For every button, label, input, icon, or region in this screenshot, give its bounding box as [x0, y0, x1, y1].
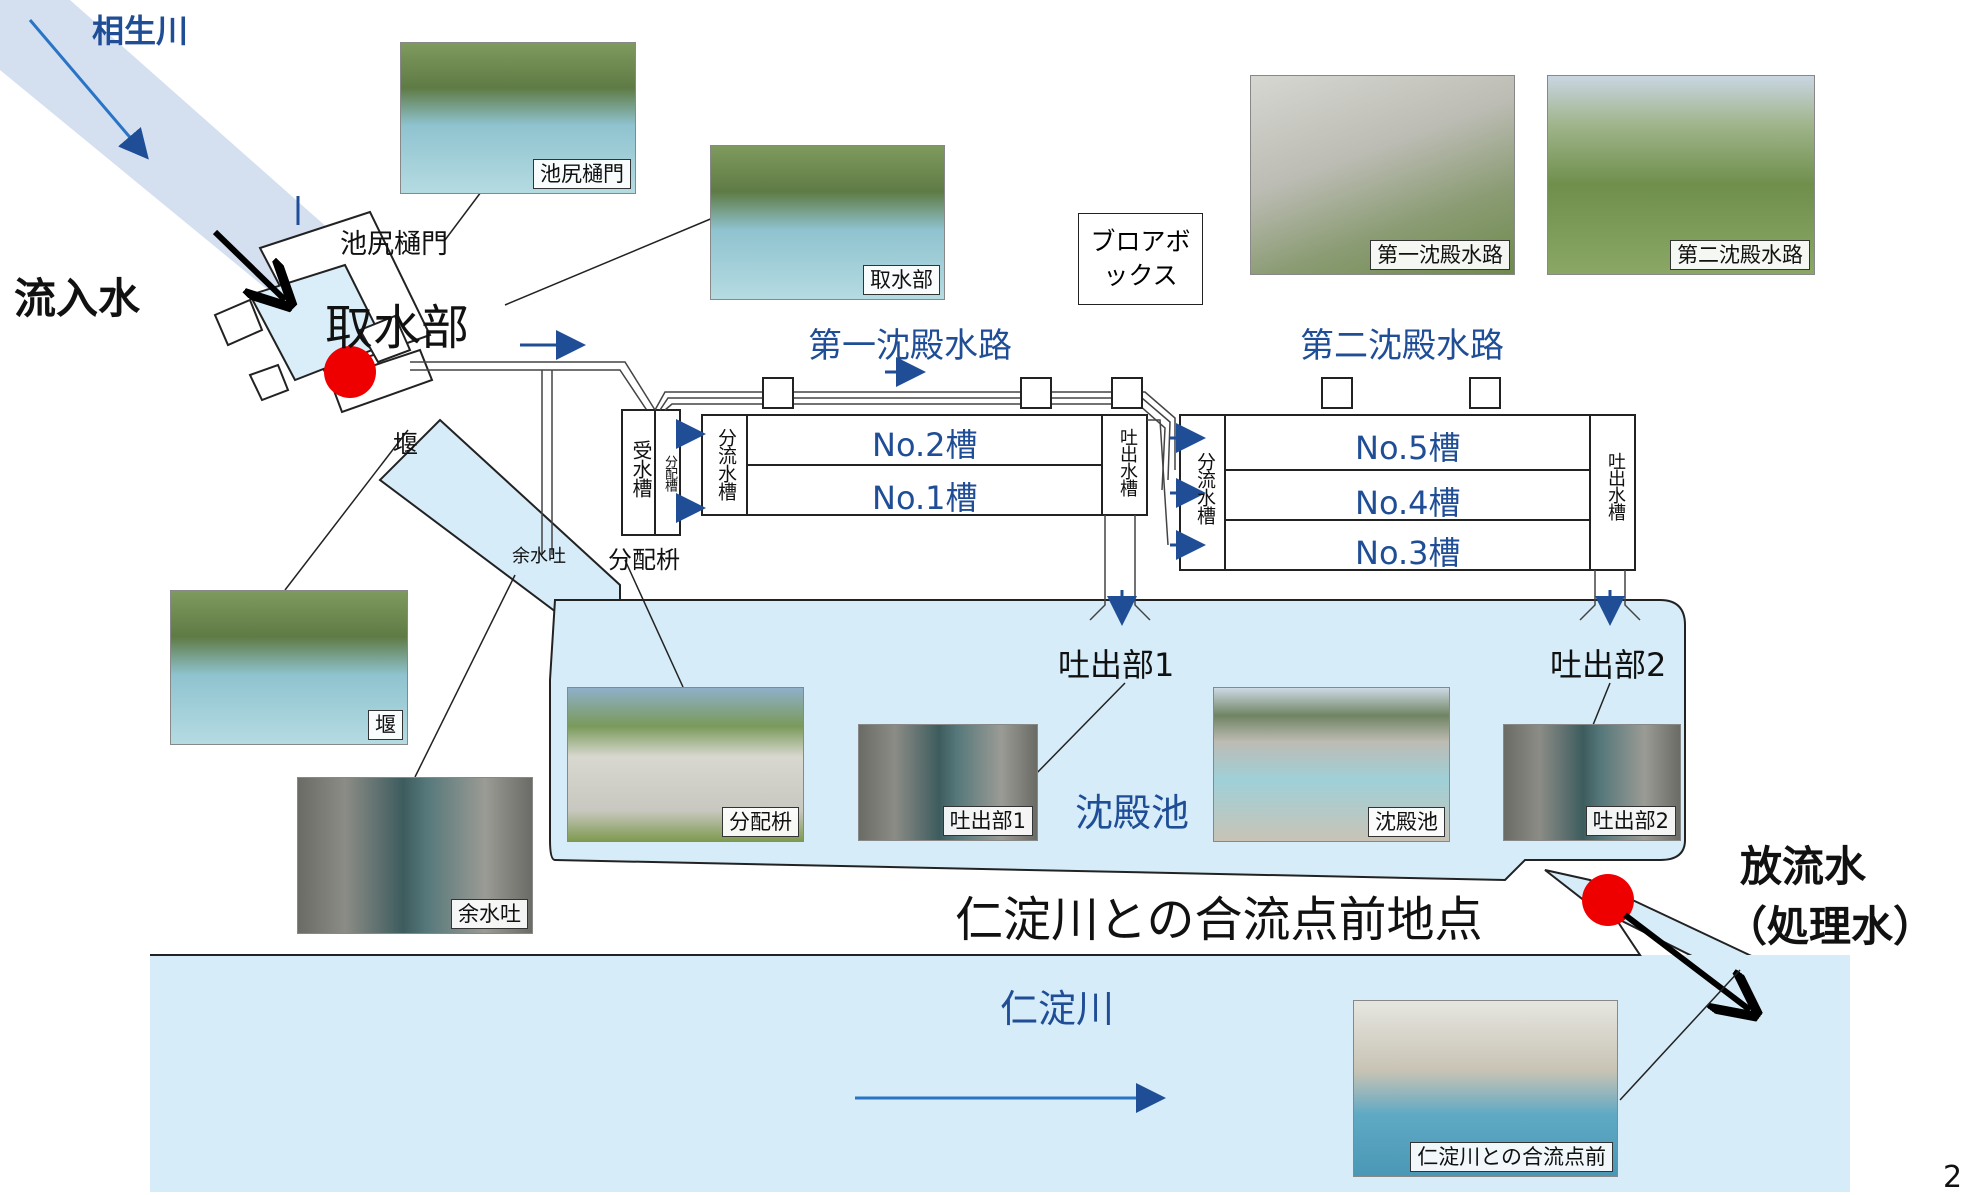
- outlet2-label: 吐出部2: [1550, 646, 1667, 684]
- split-tank-2-label: 分流水槽: [1194, 452, 1216, 524]
- confluence-sampling-marker: [1582, 874, 1634, 926]
- photo-confluence: 仁淀川との合流点前: [1353, 1000, 1618, 1177]
- photo-weir: 堰: [170, 590, 408, 745]
- tank-no5-box: [1224, 414, 1591, 471]
- intake-pipes: [410, 361, 656, 555]
- receiving-tank-box: [621, 409, 656, 536]
- aioi-flow-arrow: [28, 19, 149, 160]
- intake-sampling-marker: [324, 346, 376, 398]
- channel1-title: 第一沈殿水路: [808, 326, 1012, 366]
- inflow-arrow: [212, 229, 285, 300]
- distribution-tank-label: 分配槽: [662, 455, 677, 491]
- photo-ikejiri-gate: 池尻樋門: [400, 42, 636, 194]
- photo-caption-channel1: 第一沈殿水路: [1370, 240, 1510, 270]
- photo-caption-outlet1: 吐出部1: [942, 806, 1033, 836]
- page-number: 2: [1943, 1160, 1963, 1195]
- photo-spillway: 余水吐: [297, 777, 533, 934]
- aioi-river-label: 相生川: [92, 12, 189, 50]
- split-tank-1-label: 分流水槽: [715, 428, 737, 500]
- photo-caption-distribution: 分配枡: [722, 807, 799, 837]
- blower-valve-3: [1111, 377, 1143, 409]
- photo-caption-weir: 堰: [368, 710, 403, 740]
- photo-caption-intake: 取水部: [863, 265, 940, 295]
- outlet-tank-1-label: 吐出水槽: [1117, 428, 1138, 496]
- blower-valve-2: [1020, 377, 1052, 409]
- photo-caption-outlet2: 吐出部2: [1585, 806, 1676, 836]
- weir-label: 堰: [393, 430, 419, 459]
- blower-valve-5: [1469, 377, 1501, 409]
- photo-caption-channel2: 第二沈殿水路: [1670, 240, 1810, 270]
- photo-intake: 取水部: [710, 145, 945, 300]
- discharge-arrow: [1623, 912, 1750, 1010]
- outlet-tank-box-1: [1101, 414, 1148, 516]
- discharge-label: 放流水: [1740, 842, 1867, 891]
- intake-structure: [213, 196, 434, 414]
- niyodo-river-label: 仁淀川: [1000, 987, 1115, 1031]
- discharge-treated-label: （処理水）: [1725, 902, 1936, 951]
- outlet-tank-box-2: [1589, 414, 1636, 571]
- distribution-box-label: 分配枡: [608, 546, 680, 574]
- blower-valve-1: [762, 377, 794, 409]
- blower-box-label: ブロアボックス: [1090, 227, 1191, 290]
- channel2-title: 第二沈殿水路: [1300, 326, 1504, 366]
- blower-valve-4: [1321, 377, 1353, 409]
- settling-pond-label: 沈殿池: [1075, 791, 1190, 835]
- receiving-tank-label: 受水槽: [629, 440, 653, 497]
- photo-caption-spillway: 余水吐: [451, 899, 528, 929]
- photo-channel2: 第二沈殿水路: [1547, 75, 1815, 275]
- confluence-point-label: 仁淀川との合流点前地点: [955, 892, 1483, 948]
- tank-no1-label: No.1槽: [872, 479, 978, 517]
- inflow-label: 流入水: [14, 274, 141, 323]
- photo-outlet2: 吐出部2: [1503, 724, 1681, 841]
- tank-no2-box: [746, 414, 1103, 466]
- leader-lines: [284, 179, 1741, 1101]
- spillway-label: 余水吐: [512, 546, 566, 567]
- tank-no3-box: [1224, 519, 1591, 571]
- tank-no4-label: No.4槽: [1355, 484, 1461, 522]
- ikejiri-gate-label: 池尻樋門: [340, 229, 448, 260]
- outlet1-label: 吐出部1: [1058, 646, 1175, 684]
- distribution-tank-box: [654, 409, 681, 536]
- photo-settling-pond: 沈殿池: [1213, 687, 1450, 842]
- photo-caption-pond: 沈殿池: [1368, 807, 1445, 837]
- photo-channel1: 第一沈殿水路: [1250, 75, 1515, 275]
- intake-label: 取水部: [325, 300, 470, 356]
- photo-caption-confluence: 仁淀川との合流点前: [1410, 1142, 1613, 1172]
- photo-outlet1: 吐出部1: [858, 724, 1038, 841]
- tank-no3-label: No.3槽: [1355, 534, 1461, 572]
- tank-no1-box: [746, 464, 1103, 516]
- aioi-river-band: [0, 0, 330, 300]
- photo-caption-ikejiri: 池尻樋門: [533, 159, 631, 189]
- photo-distribution-box: 分配枡: [567, 687, 804, 842]
- blower-box: ブロアボックス: [1078, 213, 1203, 305]
- outlet-tank-2-label: 吐出水槽: [1605, 452, 1626, 520]
- tank-no5-label: No.5槽: [1355, 429, 1461, 467]
- tank-no2-label: No.2槽: [872, 426, 978, 464]
